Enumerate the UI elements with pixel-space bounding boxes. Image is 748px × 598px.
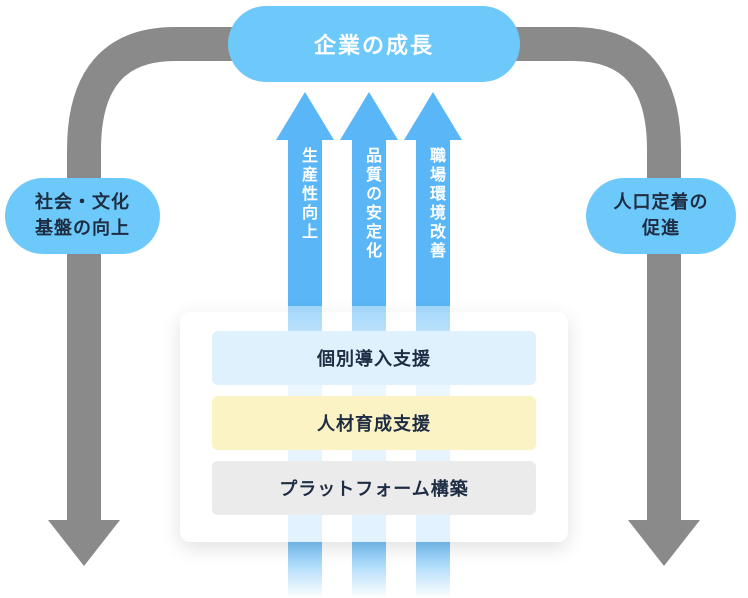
support-bar-hr: 人材育成支援	[212, 396, 536, 450]
up-arrow-3	[404, 92, 462, 598]
support-bar-label: 個別導入支援	[317, 349, 431, 370]
up-arrow-1	[276, 92, 334, 598]
left-outcome-pill: 社会・文化 基盤の向上	[5, 178, 160, 254]
right-gray-arrow	[516, 27, 681, 530]
left-gray-arrow	[67, 27, 232, 530]
up-arrow-2	[340, 92, 398, 598]
up-arrow-3-label: 職場環境改善	[427, 147, 446, 261]
up-arrow-2-label: 品質の安定化	[363, 147, 382, 261]
right-outcome-pill: 人口定着の 促進	[586, 178, 736, 254]
support-bar-label: プラットフォーム構築	[279, 479, 469, 500]
up-arrow-1-label: 生産性向上	[299, 147, 318, 242]
support-bar-individual: 個別導入支援	[212, 331, 536, 385]
goal-pill: 企業の成長	[228, 6, 520, 82]
left-outcome-label: 社会・文化 基盤の向上	[35, 192, 130, 239]
goal-label: 企業の成長	[313, 34, 434, 59]
support-bar-label: 人材育成支援	[317, 414, 431, 435]
support-bar-platform: プラットフォーム構築	[212, 461, 536, 515]
right-outcome-label: 人口定着の 促進	[613, 192, 709, 239]
left-gray-arrowhead	[48, 520, 120, 566]
right-gray-arrowhead	[628, 520, 700, 566]
